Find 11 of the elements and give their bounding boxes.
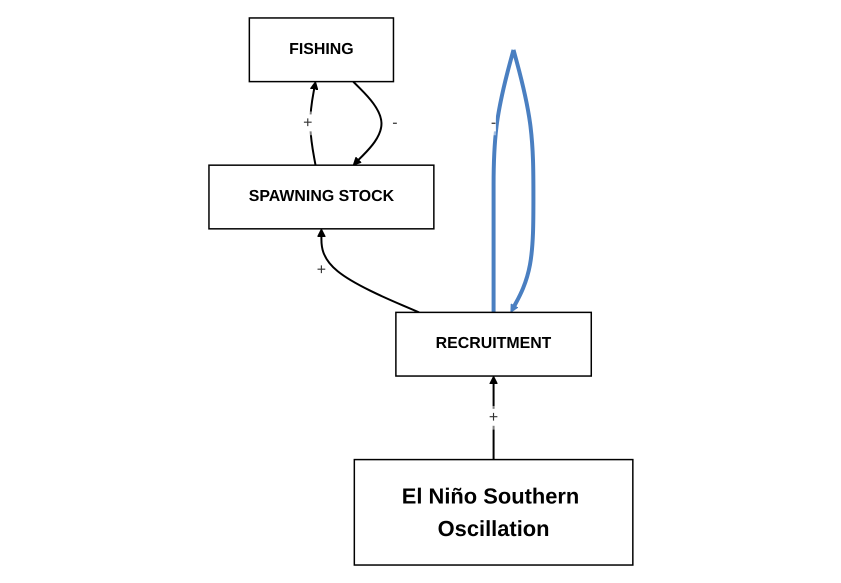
- arrow: [352, 80, 382, 166]
- edge-label: -: [392, 114, 398, 132]
- node-box: RECRUITMENT: [394, 312, 592, 377]
- edge-label: -: [490, 114, 496, 132]
- edge-label: +: [302, 114, 312, 132]
- node-box: El Niño Southern Oscillation: [353, 458, 634, 566]
- node-box: FISHING: [248, 17, 394, 82]
- node-box: SPAWNING STOCK: [208, 164, 434, 230]
- edge-label: +: [316, 262, 326, 279]
- arrow: [308, 81, 318, 166]
- edge-label: +: [488, 408, 498, 426]
